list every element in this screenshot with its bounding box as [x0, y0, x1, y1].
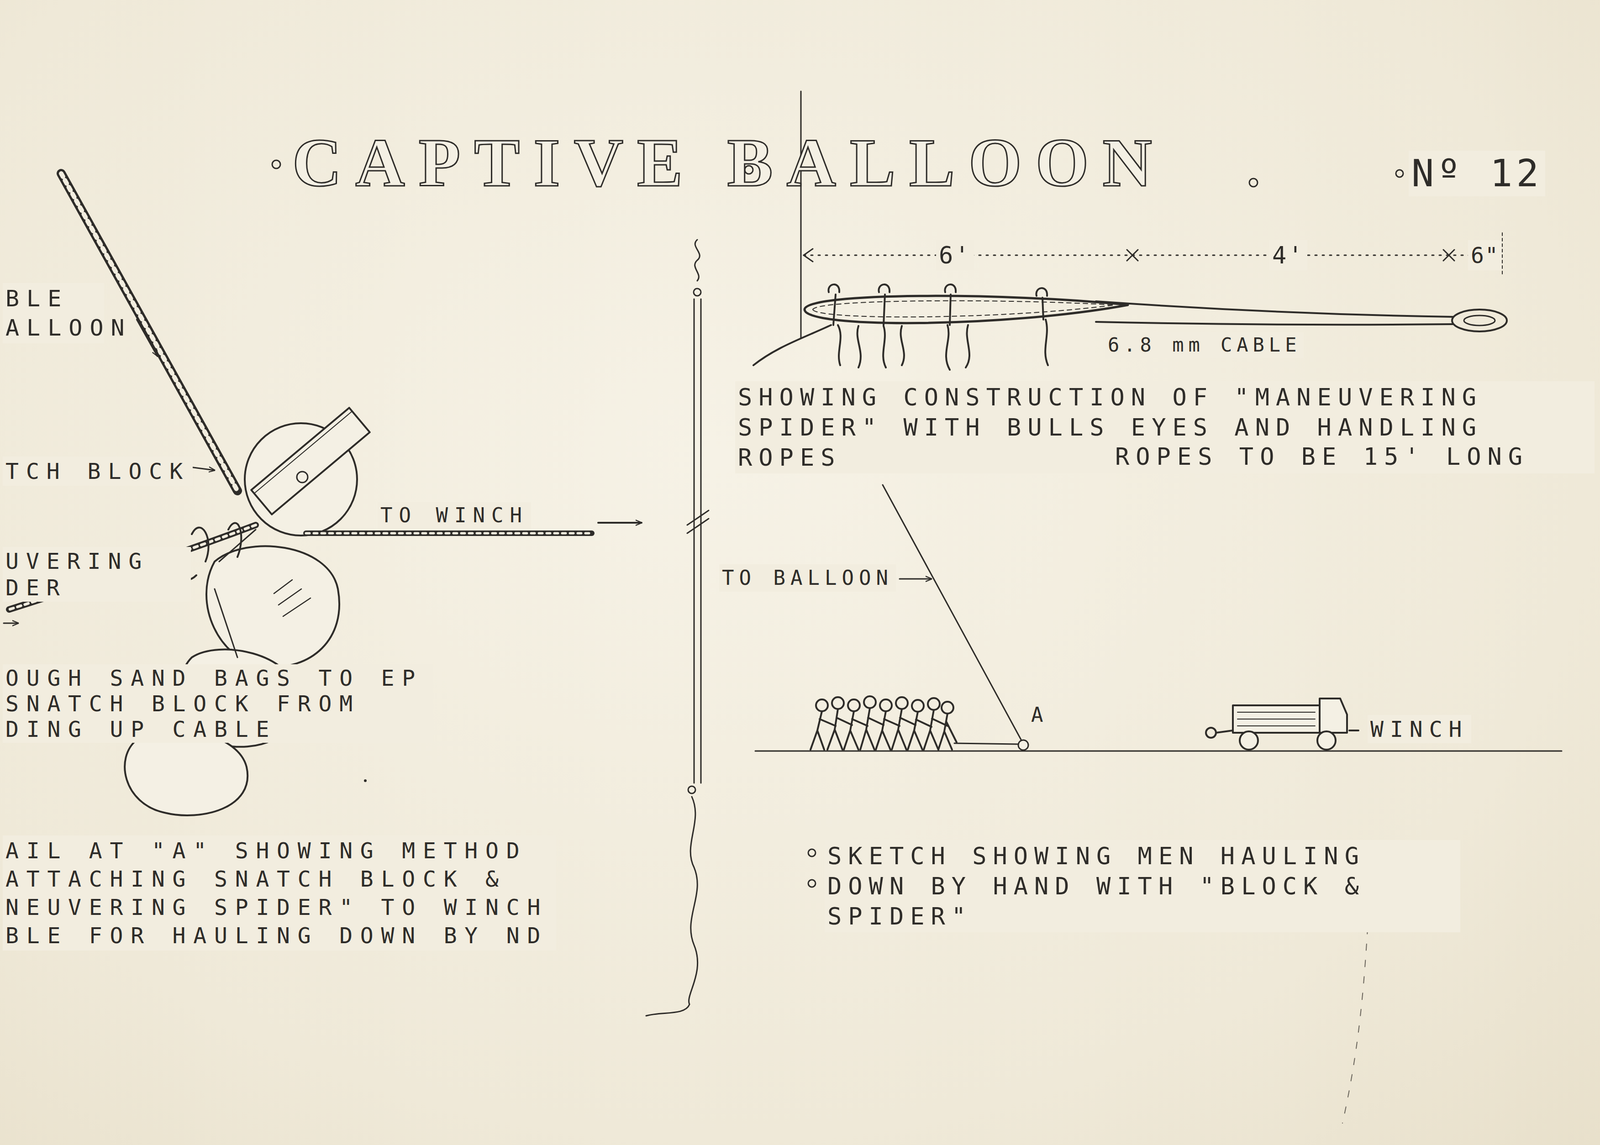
truck-wheel: [1239, 731, 1258, 750]
man-body: [843, 711, 868, 750]
man-head: [927, 698, 940, 711]
spider-strand: [812, 300, 1115, 317]
block-point: [1018, 740, 1029, 751]
rope-knots: [828, 284, 1048, 326]
part-label: WINCH: [1367, 715, 1472, 744]
sheet-number: Nº 12: [1408, 150, 1546, 197]
man-body: [938, 713, 957, 750]
spider-cable: [1095, 321, 1453, 325]
handling-rope: [837, 325, 841, 366]
cable-label: 6.8 mm CABLE: [1105, 332, 1304, 358]
divider-break: [687, 510, 709, 534]
direction-label: TO WINCH: [377, 502, 532, 529]
note-text: OUGH SAND BAGS TO EP SNATCH BLOCK FROM D…: [2, 664, 433, 743]
knot: [1036, 288, 1048, 320]
dimension-line: [803, 254, 1500, 257]
title-dot: [1249, 178, 1258, 187]
winch-cable: [305, 530, 592, 537]
man-head: [815, 699, 828, 712]
knot: [828, 284, 840, 326]
divider-line: [700, 299, 702, 784]
divider-squiggle: [646, 796, 698, 1016]
divider-squiggle: [694, 239, 700, 281]
truck-body: [1232, 705, 1320, 733]
dimension-label: 6': [936, 240, 974, 271]
bulls-eye: [1452, 309, 1507, 332]
man-head: [831, 697, 844, 710]
man-head: [879, 699, 892, 712]
direction-label: TO BALLOON: [719, 564, 896, 592]
handling-rope: [857, 326, 861, 368]
man-head: [911, 700, 924, 712]
winch-truck: [1205, 698, 1359, 750]
man-head: [863, 696, 876, 709]
title-dot: [1395, 169, 1404, 178]
knot: [878, 284, 890, 326]
truck-cab: [1319, 698, 1348, 733]
winch-drum: [1205, 727, 1216, 738]
cut-off-label: TCH BLOCK: [2, 456, 193, 486]
cut-off-label: UVERING DER: [2, 547, 191, 602]
man-head: [895, 697, 908, 710]
spider-pointer: [3, 622, 19, 625]
hauling-rope: [954, 743, 1019, 745]
rope-twist: [305, 532, 592, 535]
truck-hitch: [1215, 730, 1233, 733]
cut-off-label: BLE ALLOON: [2, 283, 105, 344]
man-head: [847, 699, 860, 712]
handling-rope: [946, 325, 950, 370]
divider-dot: [693, 288, 701, 296]
sheave-pin: [296, 471, 308, 483]
man-body: [827, 709, 853, 750]
caption-dot: [808, 849, 816, 857]
ink-spot: [363, 779, 367, 783]
man-head: [941, 701, 954, 714]
man-body: [860, 708, 884, 750]
strap-line: [254, 411, 353, 494]
to-winch-arrow: [598, 521, 642, 524]
handling-rope: [1045, 319, 1048, 366]
caption-dot: [808, 879, 816, 888]
man-body: [907, 711, 932, 750]
point-label: A: [1028, 702, 1048, 728]
spider-cable: [1095, 301, 1453, 317]
diagram-title: CAPTIVE BALLOON: [292, 123, 1166, 202]
bulls-eye-hole: [1463, 315, 1495, 326]
snatch-block-strap: [251, 407, 370, 515]
truck-wheel: [1317, 731, 1336, 750]
cable-pointer: [136, 319, 158, 357]
spider-loop: [804, 295, 1128, 324]
handling-ropes: [753, 319, 1048, 370]
caption-text: AIL AT "A" SHOWING METHOD ATTACHING SNAT…: [2, 835, 557, 951]
man-body: [891, 709, 916, 750]
handling-rope: [900, 326, 905, 366]
sand-bag: [124, 730, 248, 816]
ground-line: [755, 750, 1562, 753]
truck-bumper: [1349, 729, 1359, 732]
dimension-extension: [1501, 232, 1503, 274]
title-dot: [272, 160, 281, 169]
handling-rope: [753, 325, 832, 366]
handling-rope: [883, 326, 886, 368]
hauling-men: [810, 696, 957, 750]
dimension-label: 4': [1269, 240, 1308, 271]
man-body: [810, 711, 836, 750]
balloon-cable: [882, 484, 1022, 740]
dimension-arrow: [803, 248, 813, 262]
man-body: [875, 711, 900, 750]
divider-line: [693, 299, 695, 784]
divider-dot: [688, 786, 696, 794]
truck-slats: [1237, 712, 1316, 727]
to-balloon-arrow: [899, 578, 932, 580]
knot: [944, 284, 956, 326]
note-text: ROPES TO BE 15' LONG: [1112, 441, 1532, 472]
dimension-label: 6": [1468, 240, 1502, 271]
caption-text: SKETCH SHOWING MEN HAULING DOWN BY HAND …: [824, 840, 1461, 933]
handling-rope: [965, 325, 970, 368]
